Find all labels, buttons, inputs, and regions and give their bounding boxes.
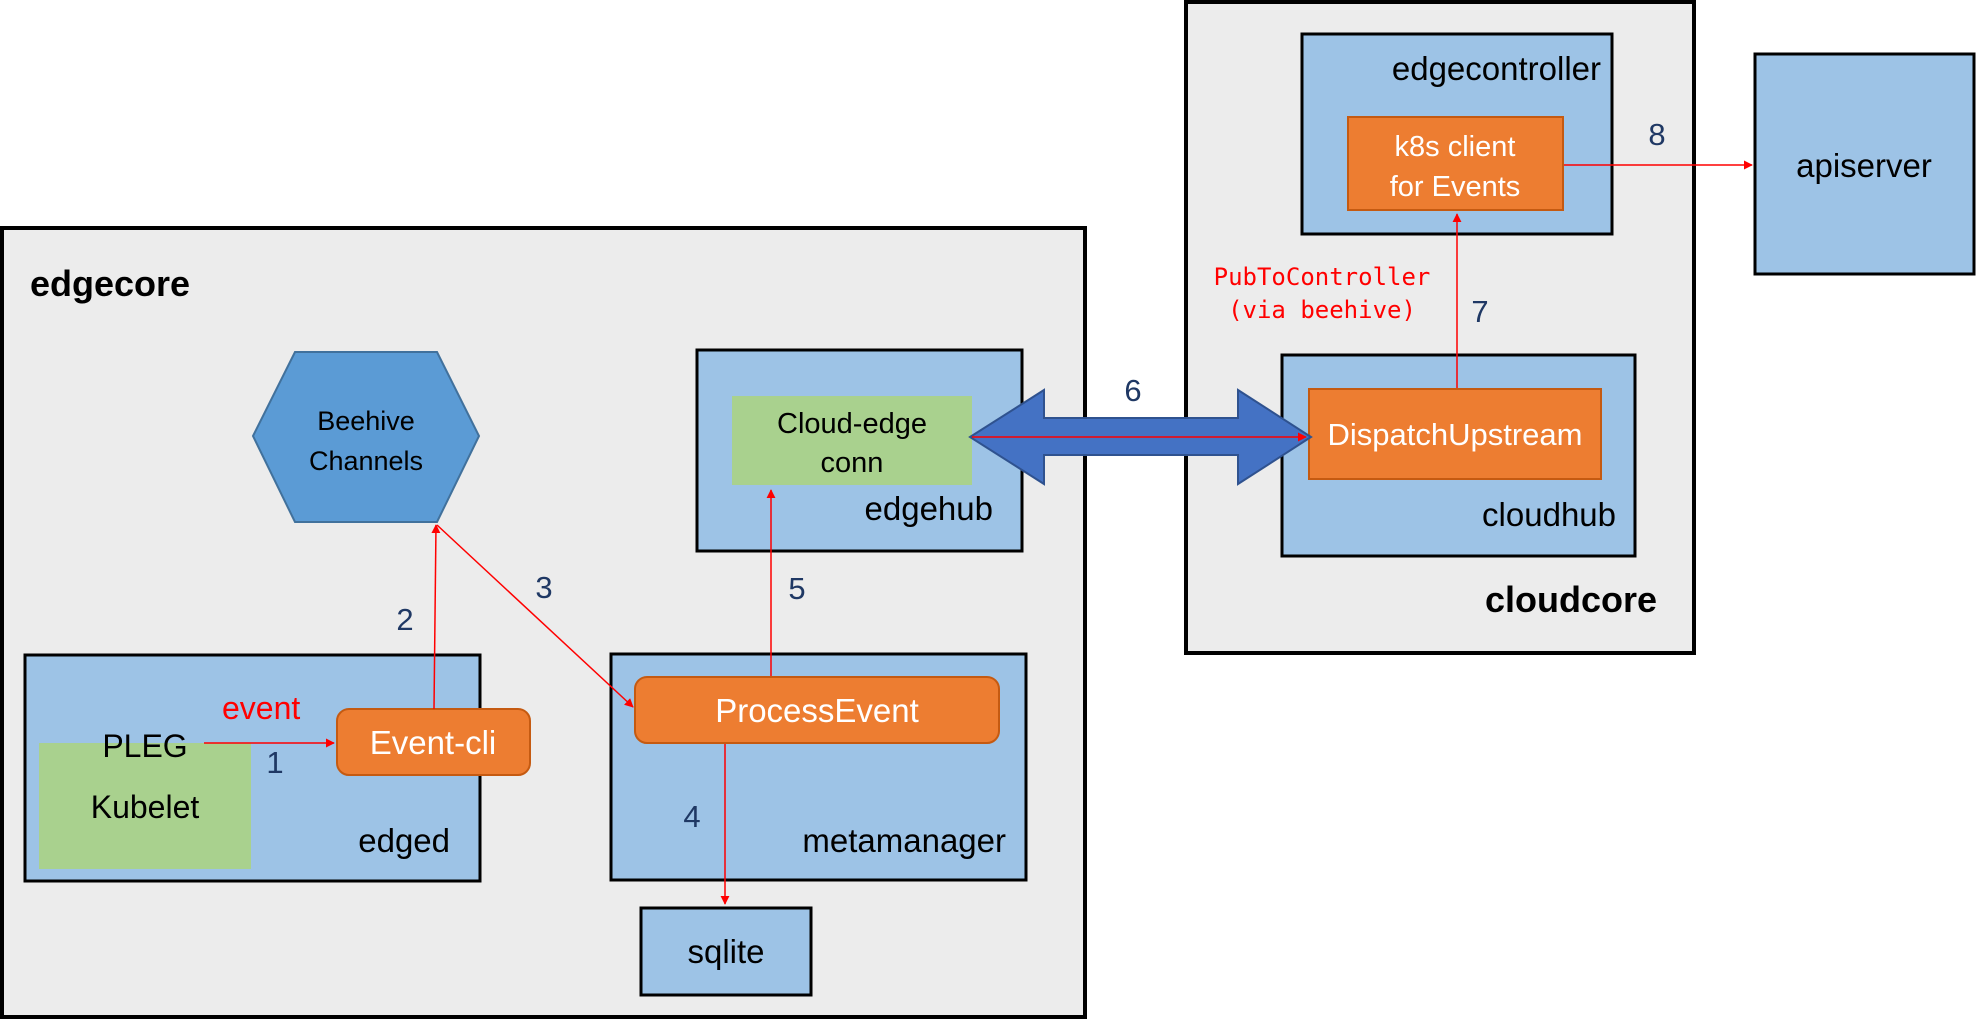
metamanager-box: ProcessEvent metamanager [609,652,1028,882]
edgehub-label: edgehub [865,490,993,527]
step-number-5: 5 [788,571,805,606]
edgecore-title: edgecore [30,263,190,304]
cloudhub-label: cloudhub [1482,496,1616,533]
step-number-6: 6 [1124,373,1141,408]
edgehub-box: Cloud-edge conn edgehub [695,348,1024,553]
kubelet-box [39,743,251,869]
step-number-2: 2 [396,602,413,637]
arrow-step-2 [431,524,441,710]
step-number-4: 4 [683,799,700,834]
step-number-1: 1 [266,745,283,780]
cloudhub-box: DispatchUpstream cloudhub [1280,353,1637,558]
edgecontroller-box: edgecontroller k8s client for Events [1300,32,1614,236]
k8s-client-line2: for Events [1390,171,1521,203]
cloud-edge-conn-box [732,396,972,485]
edgecontroller-label: edgecontroller [1392,50,1601,87]
pleg-label: PLEG [102,728,187,764]
edgecore-panel: edgecore [0,226,1087,1019]
dispatch-upstream-label: DispatchUpstream [1328,417,1583,452]
beehive-label-line1: Beehive [317,406,415,436]
process-event-label: ProcessEvent [715,692,919,729]
process-event-box [634,676,1000,744]
arrow-step-3 [436,524,634,708]
step-number-7: 7 [1471,294,1488,329]
kubelet-label: Kubelet [91,789,200,825]
metamanager-label: metamanager [802,822,1006,859]
beehive-label-line2: Channels [309,446,423,476]
k8s-client-box [1347,116,1564,211]
dispatch-upstream-box [1308,388,1602,480]
sqlite-box: sqlite [639,906,813,997]
event-label: event [222,690,300,726]
edged-label: edged [358,822,450,859]
apiserver-box: apiserver [1753,52,1976,276]
event-cli-box [336,708,531,776]
step-number-8: 8 [1648,117,1665,152]
cloudcore-title: cloudcore [1485,579,1657,620]
pub-to-controller-label: PubToController [1214,263,1431,291]
event-cli-label: Event-cli [370,724,497,761]
via-beehive-label: (via beehive) [1228,296,1416,324]
beehive-channels-node: Beehive Channels [251,351,481,523]
edged-box: PLEG Kubelet edged event Event-cli [23,653,531,883]
cloud-edge-conn-line1: Cloud-edge [777,408,927,440]
apiserver-label: apiserver [1796,147,1932,184]
step-number-3: 3 [535,570,552,605]
sqlite-label: sqlite [687,933,764,970]
k8s-client-line1: k8s client [1395,131,1516,163]
cloud-edge-conn-line2: conn [821,447,884,479]
